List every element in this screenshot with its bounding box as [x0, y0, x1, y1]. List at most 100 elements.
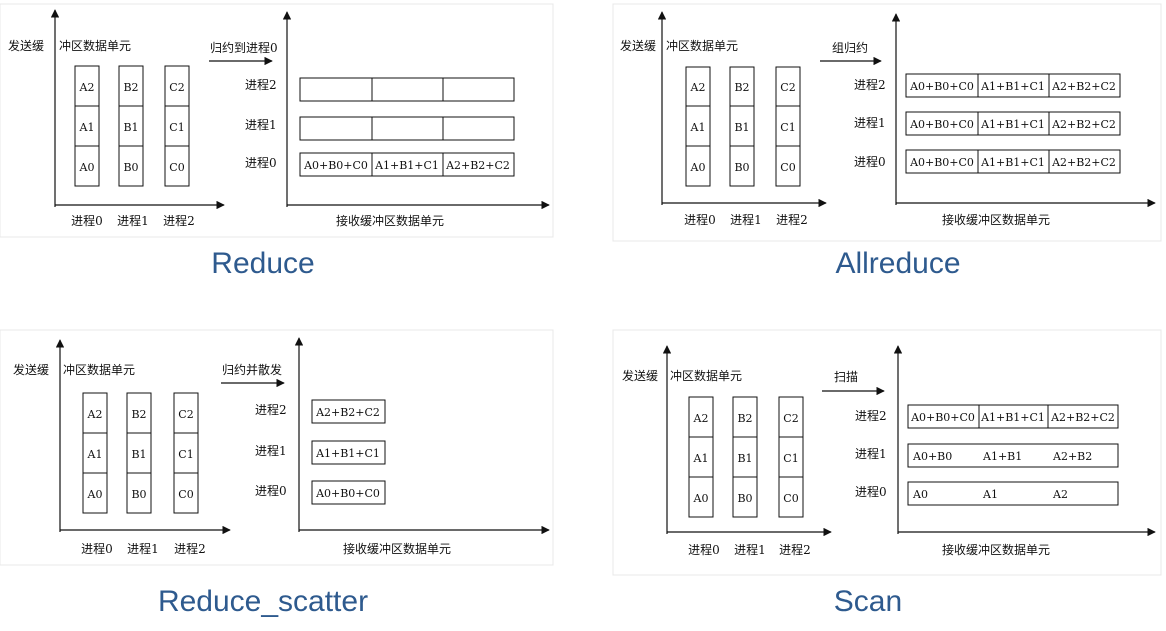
row-label-p1: 进程1 — [245, 117, 277, 132]
send-column-p0 — [688, 396, 714, 518]
cell: A0+B0+C0 — [315, 487, 380, 500]
row-label-p1: 进程1 — [854, 115, 886, 130]
recv-buffer-label: 接收缓冲区数据单元 — [343, 541, 451, 556]
cell: A0+B0 — [912, 450, 952, 463]
cell: A1 — [982, 488, 998, 501]
cell: B2 — [123, 81, 138, 94]
caption-allreduce: Allreduce — [835, 247, 960, 280]
panel-frame — [0, 329, 554, 566]
cell: A2+B2+C2 — [445, 159, 510, 172]
row-label-p2: 进程2 — [855, 408, 887, 423]
send-column-p1 — [729, 66, 755, 187]
recv-row-p1 — [299, 116, 515, 141]
cell: A2 — [1052, 488, 1068, 501]
panel-reduce-scatter: 发送缓 冲区数据单元 A2 A1 A0 B2 B1 B0 C2 C1 C0 进程… — [0, 329, 554, 566]
send-buffer-label-b: 冲区数据单元 — [59, 38, 131, 53]
cell: A2+B2+C2 — [1051, 156, 1116, 169]
recv-row-p0 — [299, 152, 515, 177]
cell: A0 — [87, 488, 103, 501]
x-label-p1: 进程1 — [117, 213, 149, 228]
recv-cell-p1 — [311, 440, 386, 465]
recv-cell-p2 — [311, 399, 386, 424]
cell: A2 — [693, 412, 709, 425]
send-buffer-label-a: 发送缓 — [13, 362, 49, 377]
cell: C0 — [169, 161, 184, 174]
cell: C0 — [780, 161, 795, 174]
cell: A0+B0+C0 — [303, 159, 368, 172]
x-label-p1: 进程1 — [127, 541, 159, 556]
x-label-p0: 进程0 — [688, 542, 720, 557]
send-column-p1 — [126, 392, 152, 514]
cell: C1 — [780, 121, 795, 134]
cell: A1+B1+C1 — [980, 156, 1045, 169]
recv-row-p0 — [905, 149, 1121, 174]
recv-buffer-label: 接收缓冲区数据单元 — [942, 542, 1050, 557]
row-label-p1: 进程1 — [255, 443, 287, 458]
panel-frame — [612, 329, 1162, 576]
x-label-p2: 进程2 — [163, 213, 195, 228]
send-buffer-label-a: 发送缓 — [8, 38, 44, 53]
cell: A2+B2+C2 — [315, 406, 380, 419]
cell: A2+B2 — [1052, 450, 1092, 463]
cell: B2 — [131, 408, 146, 421]
cell: B0 — [734, 161, 749, 174]
cell: C2 — [783, 412, 798, 425]
cell: A2+B2+C2 — [1051, 80, 1116, 93]
cell: A2+B2+C2 — [1050, 411, 1115, 424]
recv-buffer-label: 接收缓冲区数据单元 — [942, 212, 1050, 227]
cell: B1 — [123, 121, 138, 134]
cell: C0 — [178, 488, 193, 501]
cell: A1 — [693, 452, 709, 465]
x-label-p0: 进程0 — [81, 541, 113, 556]
cell: C2 — [178, 408, 193, 421]
row-label-p0: 进程0 — [255, 483, 287, 498]
cell: A1+B1+C1 — [315, 447, 380, 460]
send-column-p2 — [164, 65, 190, 187]
op-label: 组归约 — [832, 40, 868, 55]
recv-cell-p0 — [311, 480, 386, 505]
cell: A0+B0+C0 — [909, 118, 974, 131]
cell: B0 — [737, 492, 752, 505]
x-label-p0: 进程0 — [684, 212, 716, 227]
cell: A1+B1 — [982, 450, 1022, 463]
cell: A0 — [79, 161, 95, 174]
cell: A1+B1+C1 — [980, 118, 1045, 131]
cell: B0 — [123, 161, 138, 174]
send-buffer-label-b: 冲区数据单元 — [670, 368, 742, 383]
cell: A0 — [690, 161, 706, 174]
x-label-p2: 进程2 — [174, 541, 206, 556]
op-label: 归约并散发 — [222, 362, 282, 377]
send-column-p0 — [82, 392, 108, 514]
recv-row-p2 — [907, 404, 1119, 429]
row-label-p2: 进程2 — [255, 402, 287, 417]
cell: C0 — [783, 492, 798, 505]
recv-row-p2 — [905, 73, 1121, 98]
x-label-p2: 进程2 — [779, 542, 811, 557]
cell: A1+B1+C1 — [980, 80, 1045, 93]
send-column-p1 — [732, 396, 758, 518]
cell: A2 — [690, 81, 706, 94]
x-label-p0: 进程0 — [71, 213, 103, 228]
cell: B1 — [131, 448, 146, 461]
send-column-p2 — [778, 396, 804, 518]
cell: B1 — [734, 121, 749, 134]
cell: A1 — [79, 121, 95, 134]
cell: A0+B0+C0 — [909, 156, 974, 169]
recv-row-p0 — [907, 481, 1119, 506]
send-column-p2 — [173, 392, 199, 514]
row-label-p0: 进程0 — [854, 154, 886, 169]
cell: A1 — [690, 121, 706, 134]
cell: C1 — [783, 452, 798, 465]
send-column-p0 — [74, 65, 100, 187]
row-label-p1: 进程1 — [855, 446, 887, 461]
caption-reduce: Reduce — [211, 247, 314, 280]
row-label-p0: 进程0 — [245, 155, 277, 170]
recv-buffer-label: 接收缓冲区数据单元 — [336, 213, 444, 228]
cell: A2 — [79, 81, 95, 94]
send-buffer-label-b: 冲区数据单元 — [63, 362, 135, 377]
cell: B1 — [737, 452, 752, 465]
send-column-p1 — [118, 65, 144, 187]
caption-reduce-scatter: Reduce_scatter — [158, 585, 368, 618]
cell: A0+B0+C0 — [909, 80, 974, 93]
recv-row-p1 — [907, 443, 1119, 468]
